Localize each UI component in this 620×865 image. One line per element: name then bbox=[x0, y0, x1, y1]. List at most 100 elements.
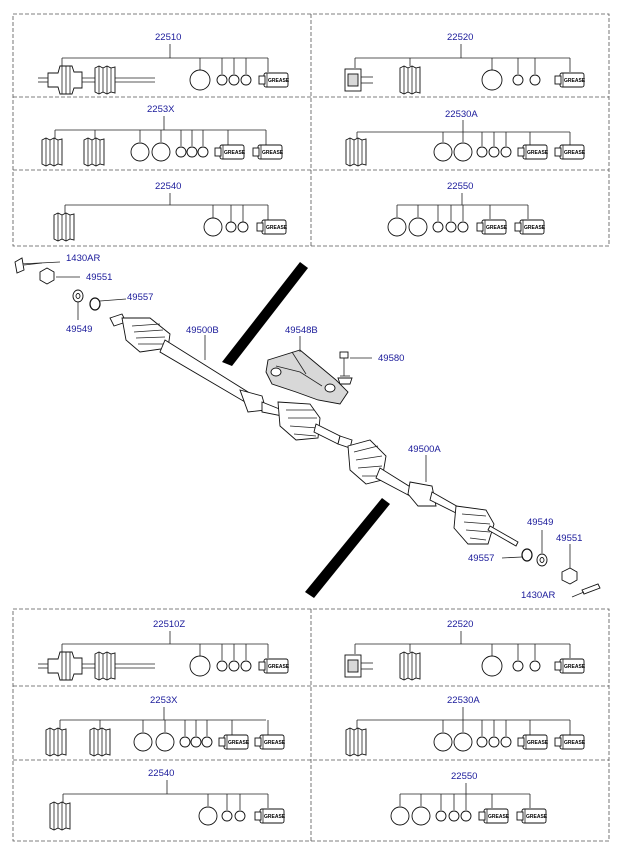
split-pin-icon bbox=[581, 583, 601, 595]
boot-icon bbox=[94, 651, 116, 681]
boot-clamp-small-icon bbox=[457, 221, 469, 233]
kit-label: 22520 bbox=[447, 32, 473, 43]
boot-clamp-small-icon bbox=[175, 146, 187, 158]
callout-washer-top: 49549 bbox=[66, 324, 92, 335]
boot-icon bbox=[94, 65, 116, 95]
grease-label: GREASE bbox=[264, 740, 286, 746]
grease-label: GREASE bbox=[488, 814, 510, 820]
boot-icon bbox=[41, 137, 63, 167]
grease-label: GREASE bbox=[262, 150, 284, 156]
boot-clamp-small-icon bbox=[190, 736, 202, 748]
boot-clamp-small-icon bbox=[228, 74, 240, 86]
grease-label: GREASE bbox=[228, 740, 250, 746]
kit-22520-top: 22520 GREASE bbox=[344, 32, 586, 95]
boot-clamp-large-icon bbox=[189, 655, 211, 677]
drive-shaft-assembly: 1430AR 49551 49549 49557 49500B bbox=[14, 253, 601, 601]
grease-label: GREASE bbox=[564, 664, 586, 670]
boot-clamp-small-icon bbox=[435, 810, 447, 822]
grease-label: GREASE bbox=[527, 740, 549, 746]
boot-icon bbox=[399, 651, 421, 681]
top-kit-grid bbox=[12, 13, 610, 247]
circlip-icon bbox=[521, 548, 533, 562]
boot-clamp-small-icon bbox=[240, 74, 252, 86]
boot-clamp-large-icon bbox=[408, 217, 428, 237]
kit-label: 22550 bbox=[447, 181, 473, 192]
hub-nut-icon bbox=[39, 267, 55, 285]
callout-nut-bottom: 49551 bbox=[556, 533, 582, 544]
boot-clamp-small-icon bbox=[512, 74, 524, 86]
boot-clamp-large-icon bbox=[481, 69, 503, 91]
grease-label: GREASE bbox=[268, 664, 290, 670]
boot-clamp-small-icon bbox=[221, 810, 233, 822]
boot-icon bbox=[89, 727, 111, 757]
kit-label: 22510Z bbox=[153, 619, 185, 630]
callout-ring-top: 49557 bbox=[127, 292, 153, 303]
kit-label: 22520 bbox=[447, 619, 473, 630]
boot-clamp-large-icon bbox=[198, 806, 218, 826]
section-marker-upper bbox=[222, 262, 308, 366]
boot-clamp-large-icon bbox=[155, 732, 175, 752]
callout-shaft-left: 49500B bbox=[186, 325, 219, 336]
boot-clamp-small-icon bbox=[500, 736, 512, 748]
inner-cv-joint-icon bbox=[277, 401, 321, 441]
bolt-49580 bbox=[337, 351, 353, 385]
boot-icon bbox=[53, 212, 75, 242]
boot-clamp-small-icon bbox=[225, 221, 237, 233]
callout-bolt: 49580 bbox=[378, 353, 404, 364]
boot-clamp-small-icon bbox=[186, 146, 198, 158]
bracket-49548B bbox=[265, 349, 349, 405]
grease-label: GREASE bbox=[526, 814, 548, 820]
boot-clamp-large-icon bbox=[151, 142, 171, 162]
kit-22530A-bottom: 22530A GREASE GREASE bbox=[345, 695, 586, 757]
boot-clamp-small-icon bbox=[529, 660, 541, 672]
kit-label: 22550 bbox=[451, 771, 477, 782]
grease-label: GREASE bbox=[564, 78, 586, 84]
boot-icon bbox=[345, 137, 367, 167]
boot-icon bbox=[45, 727, 67, 757]
boot-clamp-large-icon bbox=[481, 655, 503, 677]
kit-label: 2253X bbox=[150, 695, 178, 706]
boot-icon bbox=[399, 65, 421, 95]
callout-pin-top: 1430AR bbox=[66, 253, 100, 264]
boot-clamp-small-icon bbox=[237, 221, 249, 233]
boot-clamp-small-icon bbox=[179, 736, 191, 748]
grease-label: GREASE bbox=[486, 225, 508, 231]
boot-clamp-small-icon bbox=[488, 736, 500, 748]
kit-label: 22510 bbox=[155, 32, 181, 43]
boot-clamp-small-icon bbox=[445, 221, 457, 233]
boot-clamp-small-icon bbox=[529, 74, 541, 86]
callout-bracket: 49548B bbox=[285, 325, 318, 336]
boot-clamp-small-icon bbox=[216, 74, 228, 86]
grease-label: GREASE bbox=[564, 740, 586, 746]
boot-clamp-small-icon bbox=[234, 810, 246, 822]
boot-clamp-small-icon bbox=[448, 810, 460, 822]
boot-clamp-small-icon bbox=[228, 660, 240, 672]
boot-clamp-large-icon bbox=[433, 142, 453, 162]
kit-label: 2253X bbox=[147, 104, 175, 115]
boot-clamp-small-icon bbox=[500, 146, 512, 158]
boot-clamp-large-icon bbox=[433, 732, 453, 752]
kit-22530A-top: 22530A GREASE GREASE bbox=[345, 109, 586, 167]
boot-clamp-small-icon bbox=[216, 660, 228, 672]
grease-label: GREASE bbox=[266, 225, 288, 231]
boot-clamp-large-icon bbox=[390, 806, 410, 826]
boot-clamp-small-icon bbox=[201, 736, 213, 748]
bottom-kit-grid bbox=[12, 608, 610, 842]
callout-pin-bottom: 1430AR bbox=[521, 590, 555, 601]
kit-2253X-top: 2253X GREASE GREASE bbox=[41, 104, 284, 167]
split-pin-icon bbox=[14, 257, 25, 274]
callout-shaft-right: 49500A bbox=[408, 444, 441, 455]
kit-label: 22530A bbox=[447, 695, 480, 706]
boot-clamp-small-icon bbox=[460, 810, 472, 822]
boot-clamp-large-icon bbox=[387, 217, 407, 237]
boot-clamp-small-icon bbox=[476, 146, 488, 158]
shaft-49500A bbox=[337, 435, 519, 547]
boot-icon bbox=[345, 727, 367, 757]
grease-label: GREASE bbox=[524, 225, 546, 231]
shaft-49500B bbox=[109, 313, 341, 445]
callout-ring-bottom: 49557 bbox=[468, 553, 494, 564]
boot-clamp-large-icon bbox=[189, 69, 211, 91]
boot-clamp-large-icon bbox=[203, 217, 223, 237]
kit-22550-bottom: 22550 GREASE GREASE bbox=[390, 771, 548, 826]
